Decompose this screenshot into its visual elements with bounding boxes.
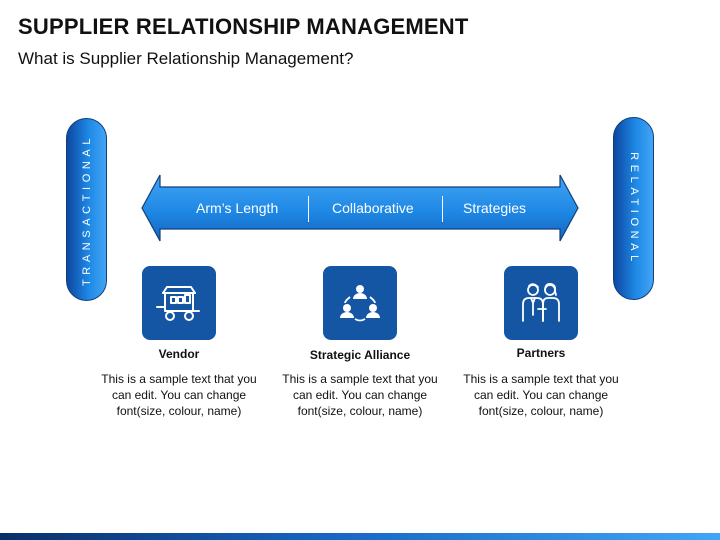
arrow-divider — [308, 196, 309, 222]
transactional-pill: TRANSACTIONAL — [66, 118, 107, 301]
arrow-label-collaborative: Collaborative — [332, 200, 414, 216]
double-arrow — [141, 174, 579, 242]
strategic-alliance-label: Strategic Alliance — [309, 348, 411, 362]
vendor-description: This is a sample text that you can edit.… — [101, 372, 257, 418]
strategic-alliance-description: This is a sample text that you can edit.… — [282, 372, 438, 418]
slide-title: SUPPLIER RELATIONSHIP MANAGEMENT — [18, 14, 469, 39]
partners-label: Partners — [516, 346, 566, 360]
arrow-divider — [442, 196, 443, 222]
relational-label: RELATIONAL — [627, 151, 640, 266]
strategic-alliance-icon-box — [323, 266, 397, 340]
arrow-label-arms-length: Arm’s Length — [196, 200, 279, 216]
vendor-icon-box — [142, 266, 216, 340]
partners-icon — [522, 282, 560, 322]
vendor-cart-icon — [156, 286, 200, 321]
vendor-label: Vendor — [158, 347, 200, 361]
relational-pill: RELATIONAL — [613, 117, 654, 300]
bottom-accent-bar — [0, 533, 720, 540]
slide-subtitle: What is Supplier Relationship Management… — [18, 49, 354, 68]
team-alliance-icon — [340, 285, 380, 322]
partners-icon-box — [504, 266, 578, 340]
arrow-shape — [141, 174, 579, 242]
arrow-label-strategies: Strategies — [463, 200, 527, 216]
transactional-label: TRANSACTIONAL — [80, 133, 93, 286]
partners-description: This is a sample text that you can edit.… — [463, 372, 619, 418]
